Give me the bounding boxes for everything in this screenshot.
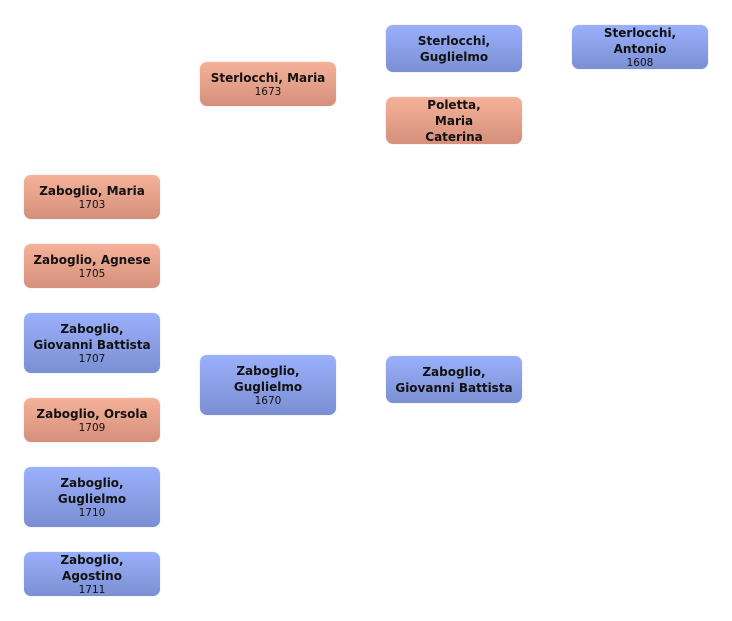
person-node[interactable]: Zaboglio, Orsola 1709 (24, 398, 160, 442)
person-name: Sterlocchi, Guglielmo (417, 33, 491, 64)
person-node[interactable]: Zaboglio, Maria 1703 (24, 175, 160, 219)
person-node[interactable]: Zaboglio, Giovanni Battista (386, 356, 522, 403)
person-year: 1705 (78, 268, 106, 280)
person-name: Zaboglio, Orsola (36, 407, 148, 421)
person-node[interactable]: Poletta, Maria Caterina (386, 97, 522, 144)
person-name: Poletta, Maria Caterina (425, 97, 483, 144)
person-node[interactable]: Sterlocchi, Guglielmo (386, 25, 522, 72)
person-name: Sterlocchi, Maria (210, 71, 326, 85)
person-node[interactable]: Zaboglio, Agostino 1711 (24, 552, 160, 596)
person-node[interactable]: Sterlocchi, Maria 1673 (200, 62, 336, 106)
person-node[interactable]: Sterlocchi, Antonio 1608 (572, 25, 708, 69)
person-year: 1711 (78, 584, 106, 596)
person-year: 1670 (254, 395, 282, 407)
person-year: 1709 (78, 422, 106, 434)
person-year: 1673 (254, 86, 282, 98)
person-year: 1703 (78, 199, 106, 211)
person-year: 1707 (78, 353, 106, 365)
person-year: 1710 (78, 507, 106, 519)
person-name: Zaboglio, Guglielmo (57, 476, 127, 506)
person-name: Zaboglio, Guglielmo (233, 364, 303, 394)
person-node[interactable]: Zaboglio, Agnese 1705 (24, 244, 160, 288)
person-name: Zaboglio, Agnese (33, 253, 151, 267)
person-name: Zaboglio, Agostino (60, 553, 124, 583)
person-year: 1608 (626, 57, 654, 69)
person-node[interactable]: Zaboglio, Guglielmo 1670 (200, 355, 336, 415)
person-name: Zaboglio, Giovanni Battista (395, 364, 513, 395)
person-node[interactable]: Zaboglio, Guglielmo 1710 (24, 467, 160, 527)
person-name: Zaboglio, Maria (39, 184, 145, 198)
person-node[interactable]: Zaboglio, Giovanni Battista 1707 (24, 313, 160, 373)
person-name: Zaboglio, Giovanni Battista (33, 322, 151, 352)
person-name: Sterlocchi, Antonio (603, 26, 677, 56)
